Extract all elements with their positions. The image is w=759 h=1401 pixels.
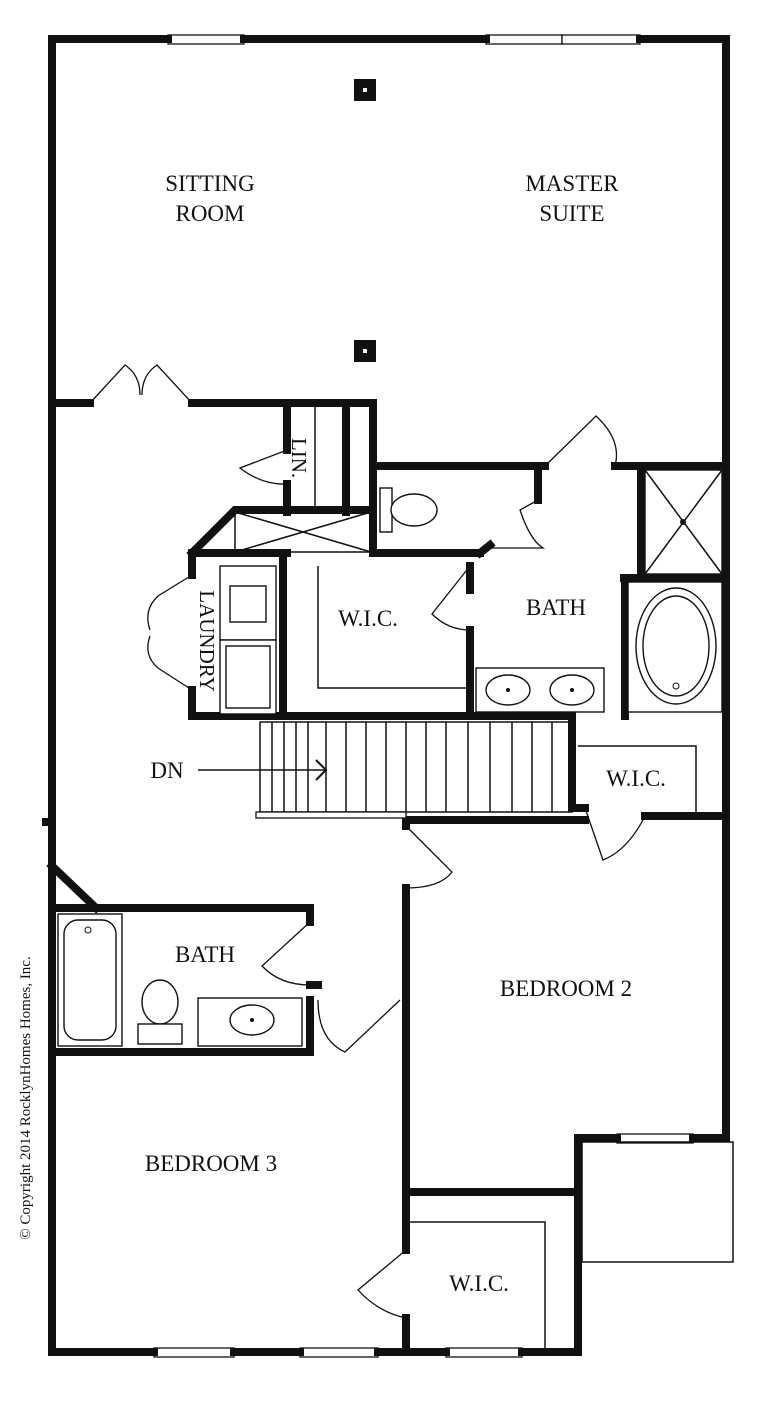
down-arrow-icon [198,759,328,781]
balcony-outline [581,1141,734,1263]
window-top-master-1 [485,34,563,45]
window-bottom-bed3-2 [299,1347,379,1358]
window-bottom-bed3-1 [153,1347,235,1358]
window-bottom-wic [445,1347,523,1358]
label-dn: DN [150,758,184,783]
window-top-master-2 [561,34,641,45]
stair-treads [271,722,553,812]
shower-icon [644,469,723,575]
label-master-suite-line1: MASTER [525,171,619,196]
washer-dryer-icon [219,565,277,715]
toilet-master-icon [379,487,438,533]
tub-hall-icon [57,913,123,1047]
toilet-hall-icon [137,979,183,1045]
label-master-suite-line2: SUITE [539,201,604,226]
fixtures [57,469,723,1047]
doors [89,364,646,1319]
room-labels: SITTING ROOM MASTER SUITE LIN. LAUNDRY W… [145,171,666,1296]
label-wic-bedroom3: W.I.C. [449,1271,509,1296]
label-linen: LIN. [287,438,311,478]
window-top-sitting [167,34,245,45]
label-bedroom3: BEDROOM 3 [145,1151,277,1176]
vanity-hall-icon [197,997,303,1047]
label-bedroom2: BEDROOM 2 [500,976,632,1001]
label-sitting-room-line1: SITTING [165,171,254,196]
label-sitting-room-line2: ROOM [175,201,244,226]
exterior-walls [48,35,730,1356]
label-bath-master: BATH [526,595,586,620]
label-bath-hall: BATH [175,942,235,967]
tub-master-icon [627,581,723,713]
vanity-master-icon [475,667,605,713]
label-wic-master: W.I.C. [338,606,398,631]
copyright-notice: © Copyright 2014 RocklynHomes Homes, Inc… [18,956,34,1239]
thin-lines [234,403,697,1348]
interior-walls [42,399,730,1356]
label-wic-bedroom2: W.I.C. [606,766,666,791]
label-laundry: LAUNDRY [195,590,219,692]
